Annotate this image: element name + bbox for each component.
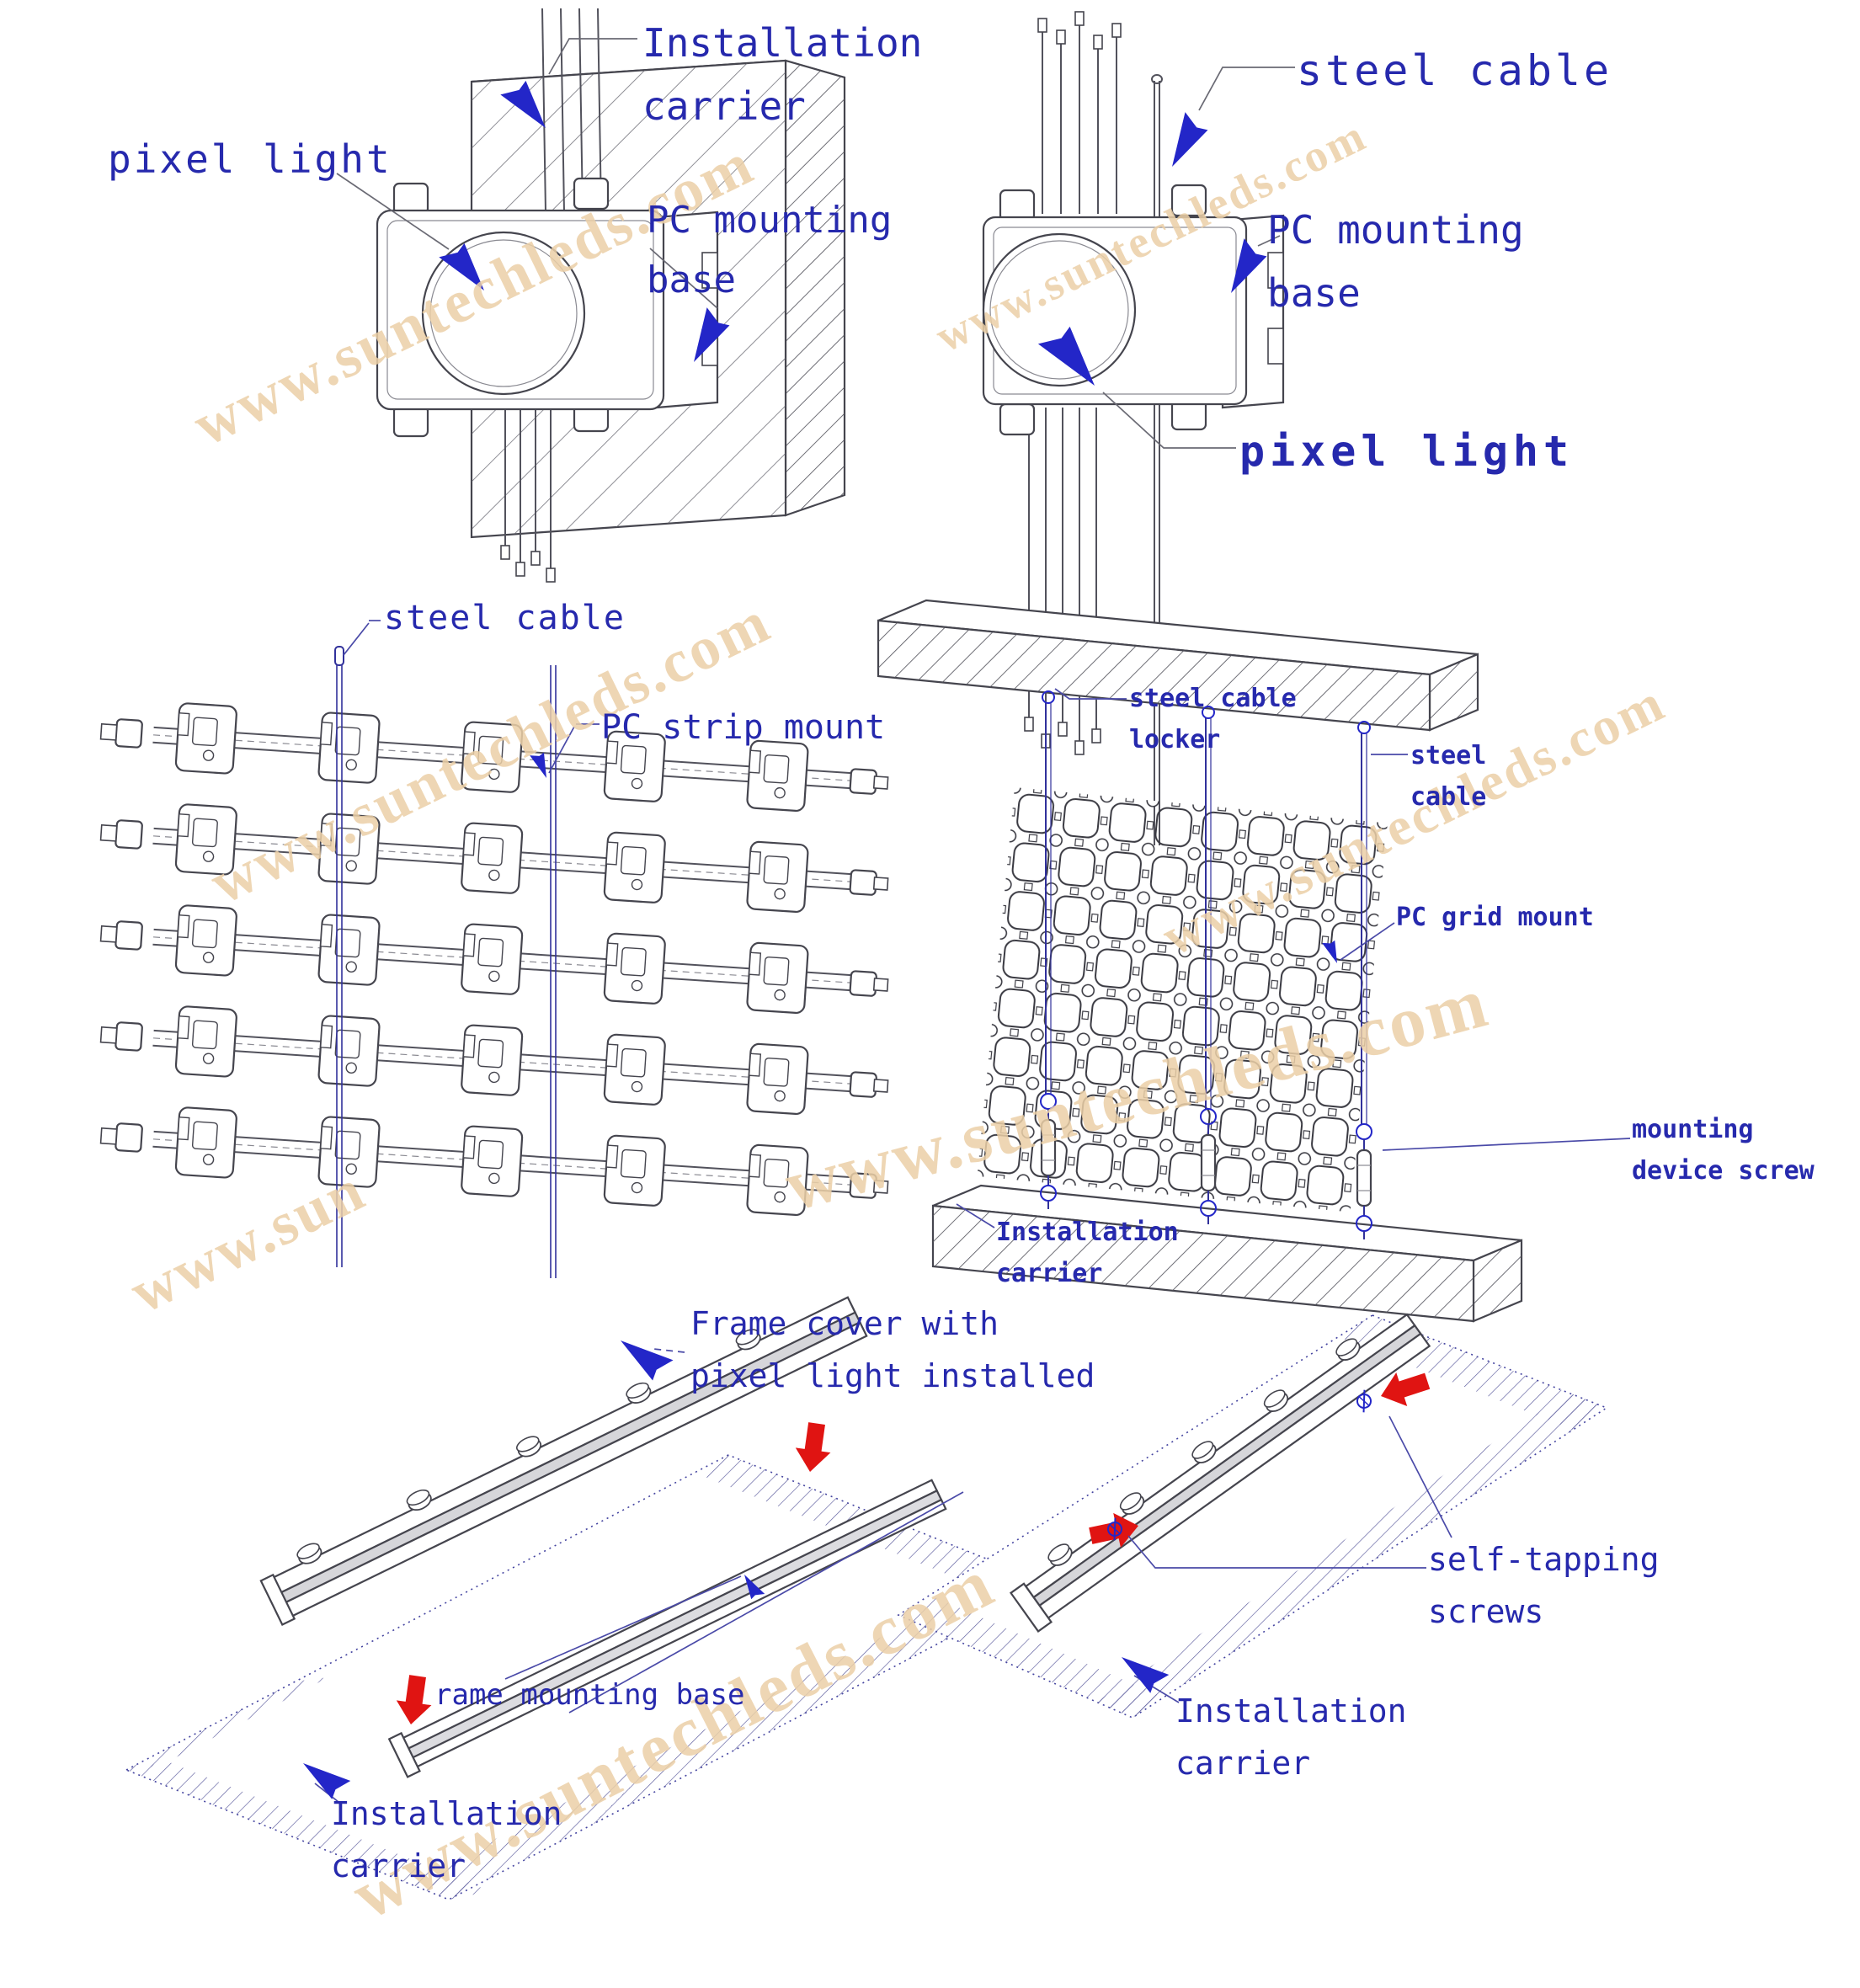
- label-steel-cable: steel cable: [1410, 736, 1486, 818]
- label-line: pixel light installed: [690, 1356, 1095, 1394]
- frame-cover-rail: [259, 1296, 868, 1626]
- label-line: carrier: [331, 1847, 466, 1884]
- label-line: Installation: [1175, 1692, 1407, 1730]
- label-line: PC strip mount: [601, 708, 886, 747]
- leader-line: [1382, 1138, 1631, 1151]
- leader-line: [1102, 392, 1236, 449]
- label-line: mounting: [1632, 1115, 1754, 1144]
- label-line: Installation: [331, 1795, 562, 1832]
- blue-arrow-icon: [612, 1327, 674, 1383]
- label-line: Installation: [642, 20, 923, 66]
- leader-line: [653, 1348, 685, 1353]
- label-line: device screw: [1632, 1155, 1815, 1186]
- label-line: pixel light: [1239, 427, 1575, 476]
- red-arrow-icon: [792, 1420, 834, 1474]
- label-line: steel cable: [1129, 684, 1297, 713]
- steel-cables: [1042, 690, 1371, 1125]
- label-pixel-light: pixel light: [108, 128, 392, 191]
- label-line: carrier: [996, 1258, 1103, 1288]
- leader-line: [568, 1491, 964, 1714]
- panel-strip-mount: [99, 620, 890, 1278]
- leader-line: [504, 1575, 742, 1680]
- steel-cable: [334, 646, 557, 1278]
- label-line: PC mounting: [1267, 207, 1524, 253]
- leader-line: [314, 1783, 339, 1803]
- label-steel-cable-locker: steel cable locker: [1129, 679, 1297, 760]
- label-steel-cable: steel cable: [384, 591, 626, 646]
- label-installation-carrier: Installation carrier: [996, 1213, 1179, 1294]
- pixel-module: [982, 184, 1285, 436]
- label-line: Frame cover with: [690, 1305, 999, 1342]
- leader-line: [956, 1203, 995, 1229]
- label-installation-carrier: Installation carrier: [1175, 1686, 1407, 1789]
- wires: [500, 8, 602, 583]
- installation-carrier-top-beam: [877, 599, 1479, 732]
- label-line: steel cable: [1297, 46, 1613, 95]
- leader-line: [1257, 235, 1281, 247]
- label-line: base: [1267, 269, 1361, 316]
- lens: [982, 232, 1137, 387]
- leader-line: [548, 38, 637, 75]
- panel-wall-mount: [336, 8, 846, 583]
- leader-line: [548, 726, 575, 774]
- label-pc-strip-mount: PC strip mount: [601, 701, 885, 755]
- panel-screw-mount: [897, 1313, 1608, 1719]
- label-line: base: [647, 258, 736, 302]
- label-line: rame mounting base: [434, 1678, 745, 1712]
- leader-line: [649, 248, 718, 309]
- label-line: self-tapping: [1428, 1541, 1660, 1578]
- label-line: pixel light: [108, 136, 392, 182]
- leader-line: [1340, 922, 1395, 961]
- label-line: carrier: [1175, 1744, 1311, 1782]
- leader-line: [1388, 1415, 1452, 1538]
- label-self-tapping-screws: self-tapping screws: [1428, 1534, 1660, 1638]
- frame-mounting-base-rail: [387, 1479, 947, 1778]
- installation-carrier-bottom-beam: [931, 1184, 1523, 1323]
- leader-line: [1198, 67, 1295, 111]
- leader-line: [1054, 688, 1127, 700]
- label-pixel-light: pixel light: [1239, 418, 1574, 486]
- panel-frame-mount: [125, 1296, 1053, 1900]
- label-line: steel cable: [384, 599, 626, 637]
- label-line: Installation: [996, 1218, 1179, 1247]
- label-line: PC grid mount: [1396, 903, 1594, 932]
- label-line: PC mounting: [647, 199, 893, 242]
- steel-cable: [1151, 74, 1163, 845]
- blue-arrow-icon: [1158, 112, 1210, 173]
- leader-line: [336, 173, 450, 250]
- label-mounting-device-screw: mounting device screw: [1632, 1110, 1815, 1191]
- label-line: screws: [1428, 1592, 1544, 1630]
- label-pc-mounting-base: PC mounting base: [1267, 199, 1524, 324]
- panel-cable-mount: [982, 11, 1295, 845]
- label-installation-carrier: Installation carrier: [331, 1788, 562, 1892]
- leader-line: [1127, 1535, 1426, 1569]
- label-frame-mounting-base: rame mounting base: [434, 1672, 744, 1719]
- label-pc-grid-mount: PC grid mount: [1396, 898, 1594, 939]
- label-installation-carrier: Installation carrier: [642, 12, 922, 137]
- label-line: steel: [1410, 741, 1487, 770]
- label-steel-cable: steel cable: [1297, 37, 1612, 105]
- panel-grid-mount: [877, 599, 1631, 1323]
- label-frame-cover: Frame cover with pixel light installed: [690, 1298, 1095, 1402]
- pc-grid-mesh: [977, 787, 1388, 1213]
- leader-line: [343, 622, 370, 656]
- label-line: carrier: [642, 83, 806, 129]
- label-line: locker: [1129, 724, 1221, 754]
- label-pc-mounting-base: PC mounting base: [647, 190, 892, 311]
- label-line: cable: [1410, 781, 1487, 812]
